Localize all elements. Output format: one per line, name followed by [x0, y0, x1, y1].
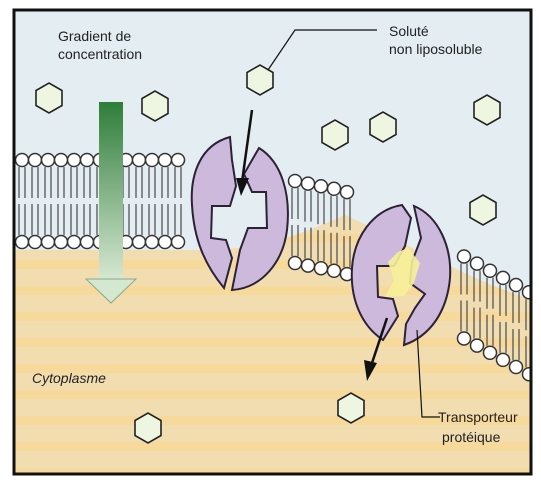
hexagon-icon [322, 120, 348, 150]
lipid-head [523, 368, 536, 381]
solute-label-line1: Soluté [389, 23, 429, 39]
hexagon-icon [338, 393, 364, 423]
lipid-head [458, 332, 471, 345]
gradient-label-line2: concentration [58, 46, 142, 62]
lipid-head [302, 259, 315, 272]
transporter-label-line2: protéique [442, 429, 501, 445]
hexagon-icon [135, 413, 161, 443]
lipid-head [55, 236, 68, 249]
lipid-head [29, 236, 42, 249]
lipid-head [471, 339, 484, 352]
lipid-head [68, 154, 81, 167]
lipid-head [29, 154, 42, 167]
hexagon-icon [36, 83, 62, 113]
hexagon-icon [247, 65, 273, 95]
lipid-head [523, 286, 536, 299]
gradient-label-line1: Gradient de [58, 28, 131, 44]
cytoplasm-label: Cytoplasme [32, 370, 106, 386]
lipid-head [510, 279, 523, 292]
lipid-head [16, 154, 29, 167]
lipid-head [159, 154, 172, 167]
lipid-head [315, 262, 328, 275]
hexagon-icon [470, 195, 496, 225]
hexagon-icon [370, 112, 396, 142]
lipid-head [172, 236, 185, 249]
lipid-head [315, 180, 328, 193]
lipid-head [341, 186, 354, 199]
lipid-head [81, 154, 94, 167]
lipid-head [497, 271, 510, 284]
lipid-head [289, 175, 302, 188]
lipid-head [484, 264, 497, 277]
lipid-head [510, 361, 523, 374]
lipid-head [289, 257, 302, 270]
lipid-head [16, 236, 29, 249]
lipid-head [81, 236, 94, 249]
lipid-head [159, 236, 172, 249]
transporter-label-line1: Transporteur [438, 409, 518, 425]
lipid-head [328, 264, 341, 277]
lipid-head [172, 154, 185, 167]
hexagon-icon [142, 91, 168, 121]
lipid-head [146, 154, 159, 167]
lipid-head [497, 353, 510, 366]
lipid-head [133, 154, 146, 167]
lipid-head [42, 154, 55, 167]
lipid-head [55, 154, 68, 167]
lipid-head [146, 236, 159, 249]
hexagon-icon [474, 95, 500, 125]
lipid-head [484, 346, 497, 359]
lipid-head [133, 236, 146, 249]
lipid-head [42, 236, 55, 249]
lipid-head [68, 236, 81, 249]
solute-label-line2: non liposoluble [389, 41, 483, 57]
lipid-head [458, 250, 471, 263]
lipid-head [471, 257, 484, 270]
lipid-head [302, 177, 315, 190]
lipid-head [328, 182, 341, 195]
